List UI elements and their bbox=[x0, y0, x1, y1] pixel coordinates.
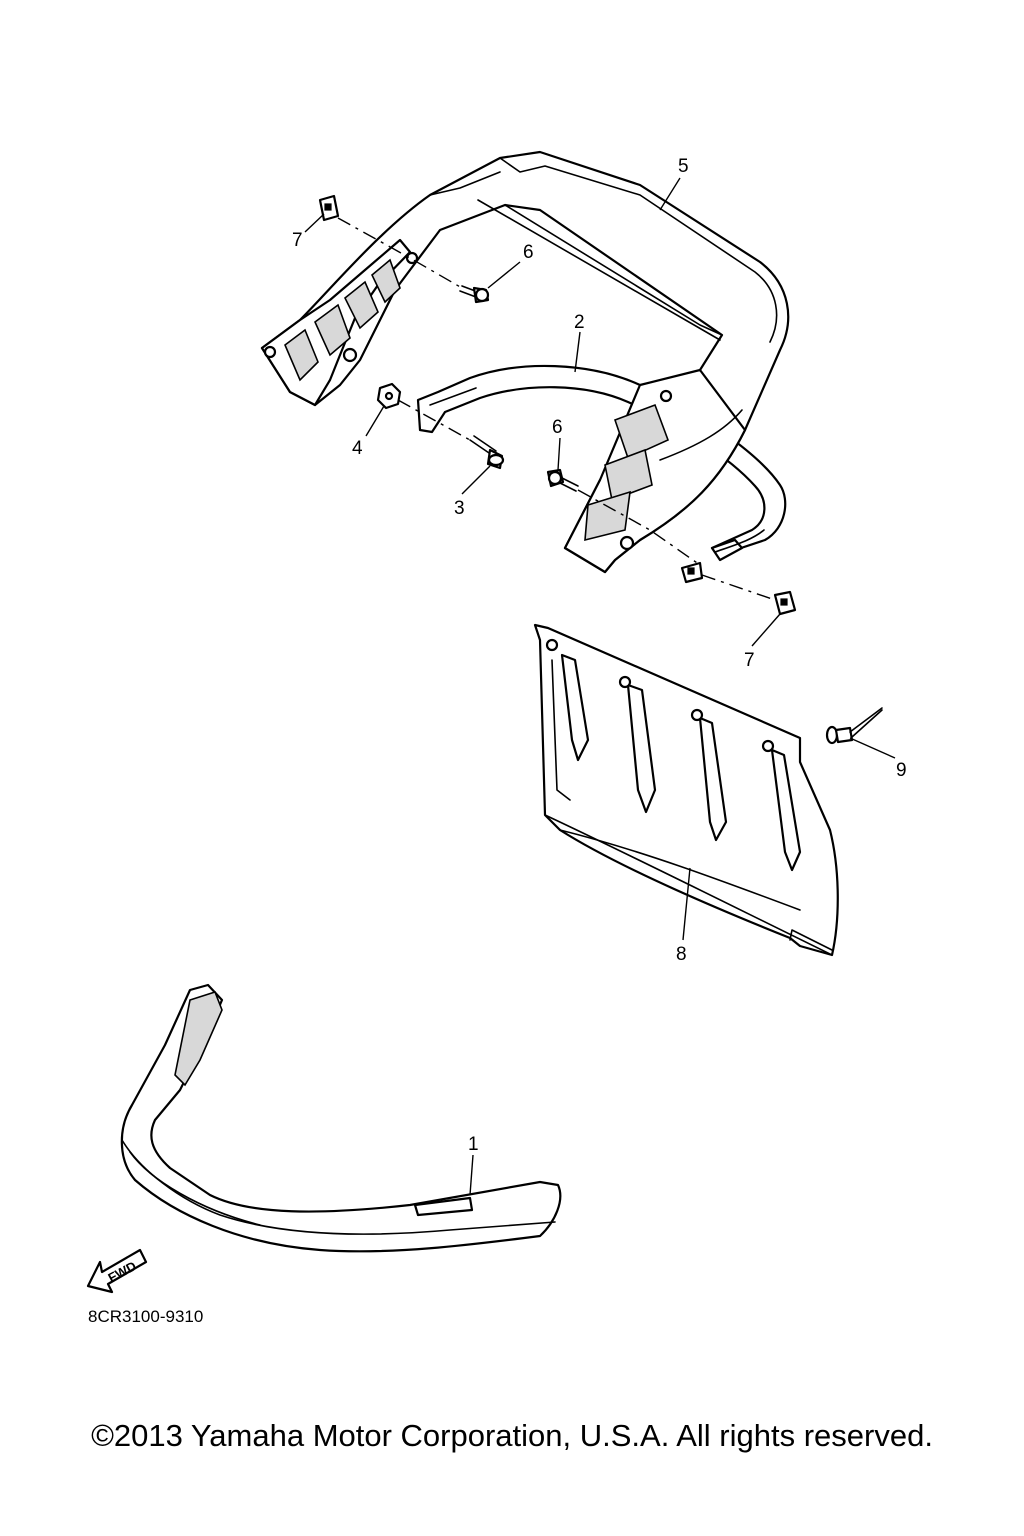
copyright-notice: ©2013 Yamaha Motor Corporation, U.S.A. A… bbox=[91, 1418, 933, 1453]
part-6-bolt-upper[interactable] bbox=[459, 285, 490, 304]
leader-4 bbox=[365, 405, 385, 437]
part-8-mud-flap[interactable] bbox=[533, 623, 839, 957]
callout-5: 5 bbox=[678, 156, 689, 177]
callout-6a: 6 bbox=[523, 242, 534, 263]
callout-7a: 7 bbox=[292, 230, 303, 251]
part-7-clip-lower[interactable] bbox=[680, 561, 797, 616]
leader-1 bbox=[469, 1154, 474, 1196]
part-3-bolt[interactable] bbox=[469, 435, 505, 470]
assembly-line-6-lower bbox=[577, 489, 701, 566]
part-9-rivet[interactable] bbox=[825, 707, 883, 745]
part-7-clip-upper[interactable] bbox=[318, 194, 340, 222]
assembly-line-7-upper bbox=[337, 217, 463, 289]
callout-6b: 6 bbox=[552, 417, 563, 438]
assembly-line-7-lower bbox=[701, 574, 776, 601]
callout-3: 3 bbox=[454, 498, 465, 519]
leader-2 bbox=[574, 331, 581, 373]
callout-4: 4 bbox=[352, 438, 363, 459]
leader-6b bbox=[557, 437, 561, 471]
callout-8: 8 bbox=[676, 944, 687, 965]
part-6-bolt-lower[interactable] bbox=[546, 468, 579, 492]
part-4-nut[interactable] bbox=[376, 382, 402, 410]
callout-2: 2 bbox=[574, 312, 585, 333]
leader-7b bbox=[751, 613, 781, 647]
leader-6a bbox=[487, 261, 521, 289]
fwd-arrow-icon: FWD bbox=[86, 1248, 148, 1294]
callout-1: 1 bbox=[468, 1134, 479, 1155]
part-5-rear-frame[interactable] bbox=[260, 150, 790, 574]
callout-7b: 7 bbox=[744, 650, 755, 671]
leader-8 bbox=[682, 867, 691, 941]
drawing-code: 8CR3100-9310 bbox=[88, 1307, 203, 1326]
part-1-front-bumper[interactable] bbox=[120, 983, 562, 1253]
leader-9 bbox=[849, 737, 896, 759]
fwd-label: FWD bbox=[106, 1258, 139, 1285]
leader-7a bbox=[304, 213, 325, 233]
leader-3 bbox=[461, 465, 491, 495]
callout-9: 9 bbox=[896, 760, 907, 781]
leader-5 bbox=[659, 177, 681, 211]
assembly-line-3-4 bbox=[397, 399, 471, 441]
